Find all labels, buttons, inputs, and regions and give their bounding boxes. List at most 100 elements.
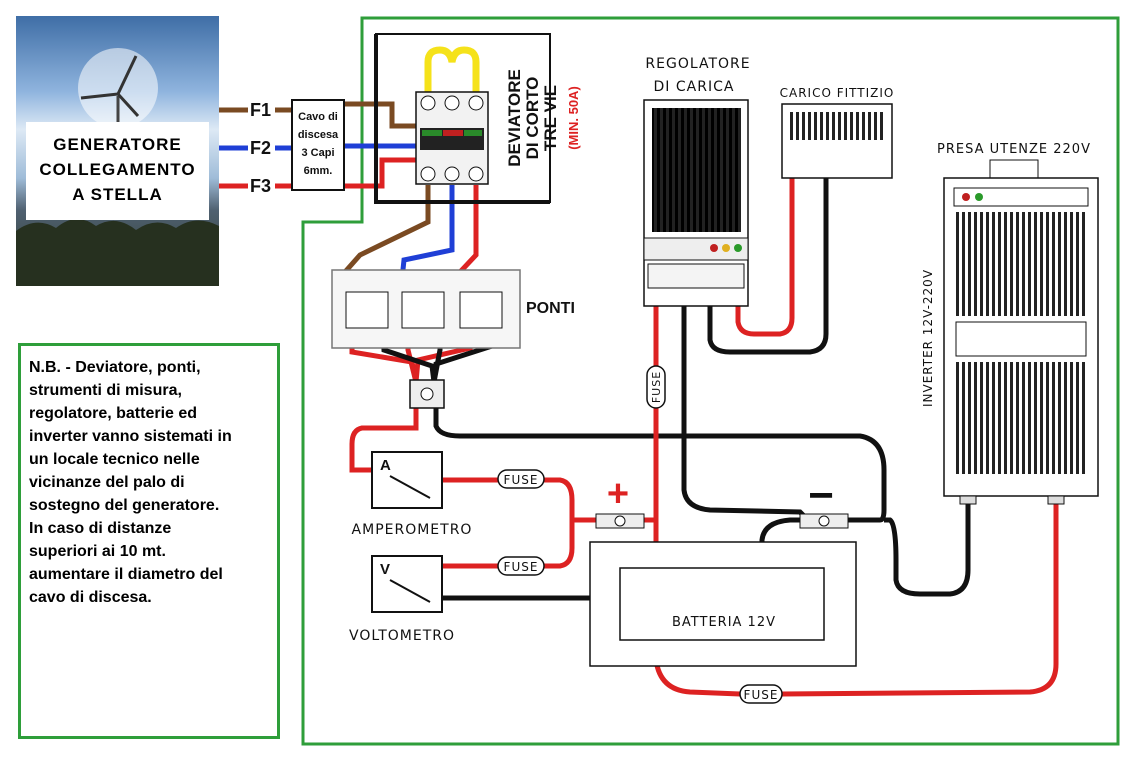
note-line: cavo di discesa. <box>29 589 152 606</box>
heatsink-fin <box>1004 362 1007 474</box>
heatsink-fin <box>992 362 995 474</box>
heatsink-fin <box>666 108 669 232</box>
heatsink-fin <box>986 212 989 316</box>
heatsink-fin <box>838 112 841 140</box>
fuse-ammeter <box>497 469 545 489</box>
generator-line-1: GENERATORE <box>53 135 182 154</box>
heatsink-fin <box>654 108 657 232</box>
heatsink-fin <box>702 108 705 232</box>
generator-line-2: COLLEGAMENTO <box>39 160 196 179</box>
wire-inverter-positive <box>781 500 1059 697</box>
regulator-line-1: REGOLATORE <box>645 56 750 72</box>
heatsink-fin <box>678 108 681 232</box>
cable-line-3: 3 Capi <box>301 147 334 159</box>
generator-line-3: A STELLA <box>72 185 163 204</box>
heatsink-fins <box>654 108 1085 474</box>
cable-line-2: discesa <box>298 129 339 141</box>
switch-rating: (MIN. 50A) <box>566 86 581 150</box>
generator-photo: GENERATORE COLLEGAMENTO A STELLA <box>16 16 219 286</box>
outlet-socket <box>989 159 1039 179</box>
heatsink-fin <box>1040 212 1043 316</box>
heatsink-fin <box>974 212 977 316</box>
heatsink-fin <box>1040 362 1043 474</box>
wire-inverter-negative <box>884 500 971 597</box>
heatsink-fin <box>814 112 817 140</box>
heatsink-fin <box>856 112 859 140</box>
ammeter-symbol: A <box>380 457 391 474</box>
wire-f3-switch <box>344 157 416 189</box>
heatsink-fin <box>974 362 977 474</box>
battery-label: BATTERIA 12V <box>672 615 776 630</box>
inverter-led-red-icon <box>962 193 970 201</box>
heatsink-fin <box>850 112 853 140</box>
cable-line-4: 6mm. <box>304 165 333 177</box>
heatsink-fin <box>684 108 687 232</box>
heatsink-fin <box>672 108 675 232</box>
regulator-led-green-icon <box>734 244 742 252</box>
phase-f1: F1 <box>250 100 271 120</box>
heatsink-fin <box>874 112 877 140</box>
note-line: un locale tecnico nelle <box>29 451 200 468</box>
heatsink-fin <box>1082 362 1085 474</box>
phase-f3: F3 <box>250 176 271 196</box>
voltmeter-symbol: V <box>380 561 390 578</box>
heatsink-fin <box>1064 212 1067 316</box>
heatsink-fin <box>986 362 989 474</box>
junction-screw-icon <box>420 387 434 401</box>
regulator-led-yellow-icon <box>722 244 730 252</box>
voltmeter <box>371 555 443 613</box>
dummy-load-label: CARICO FITTIZIO <box>780 86 895 100</box>
heatsink-fin <box>738 108 741 232</box>
heatsink-fin <box>1076 212 1079 316</box>
plus-sign: + <box>607 473 629 515</box>
note-line: N.B. - Deviatore, ponti, <box>29 359 201 376</box>
heatsink-fin <box>732 108 735 232</box>
fuse-regulator-label: FUSE <box>650 371 663 403</box>
heatsink-fin <box>714 108 717 232</box>
heatsink-fin <box>802 112 805 140</box>
wire-dummy-red <box>735 178 795 337</box>
heatsink-fin <box>980 362 983 474</box>
cable-box <box>291 99 345 191</box>
outlet-label: PRESA UTENZE 220V <box>937 142 1091 157</box>
heatsink-fin <box>868 112 871 140</box>
heatsink-fin <box>1082 212 1085 316</box>
heatsink-fin <box>1010 212 1013 316</box>
fuse-voltmeter <box>497 556 545 576</box>
heatsink-fin <box>1016 362 1019 474</box>
fuse-inverter-label: FUSE <box>744 688 779 702</box>
heatsink-fin <box>1028 362 1031 474</box>
bridges-label: PONTI <box>526 300 575 317</box>
wire-dummy-black <box>707 178 829 355</box>
bridge-3 <box>459 291 503 329</box>
heatsink-fin <box>708 108 711 232</box>
heatsink-fin <box>1022 362 1025 474</box>
ammeter-needle-icon <box>389 475 431 499</box>
heatsink-fin <box>1070 212 1073 316</box>
dummy-load <box>781 103 893 179</box>
heatsink-fin <box>1010 362 1013 474</box>
heatsink-fin <box>862 112 865 140</box>
cable-line-1: Cavo di <box>298 111 338 123</box>
heatsink-fin <box>1070 362 1073 474</box>
ammeter-label: AMPEROMETRO <box>352 522 473 538</box>
technical-room-frame <box>301 16 1120 746</box>
regulator-led-red-icon <box>710 244 718 252</box>
heatsink-fin <box>832 112 835 140</box>
bridge-1 <box>345 291 389 329</box>
switch-line-3: TRE VIE <box>541 85 560 151</box>
heatsink-fin <box>696 108 699 232</box>
heatsink-fin <box>690 108 693 232</box>
heatsink-fin <box>968 362 971 474</box>
note-line: In caso di distanze <box>29 520 172 537</box>
ammeter <box>371 451 443 509</box>
heatsink-fin <box>1052 362 1055 474</box>
switch-line-2: DI CORTO <box>523 77 542 160</box>
heatsink-fin <box>796 112 799 140</box>
fuse-voltmeter-label: FUSE <box>504 560 539 574</box>
heatsink-fin <box>956 362 959 474</box>
note-line: regolatore, batterie ed <box>29 405 198 422</box>
heatsink-fin <box>1016 212 1019 316</box>
wire-junction-ammeter <box>349 406 419 473</box>
note-line: vicinanze del palo di <box>29 474 185 491</box>
